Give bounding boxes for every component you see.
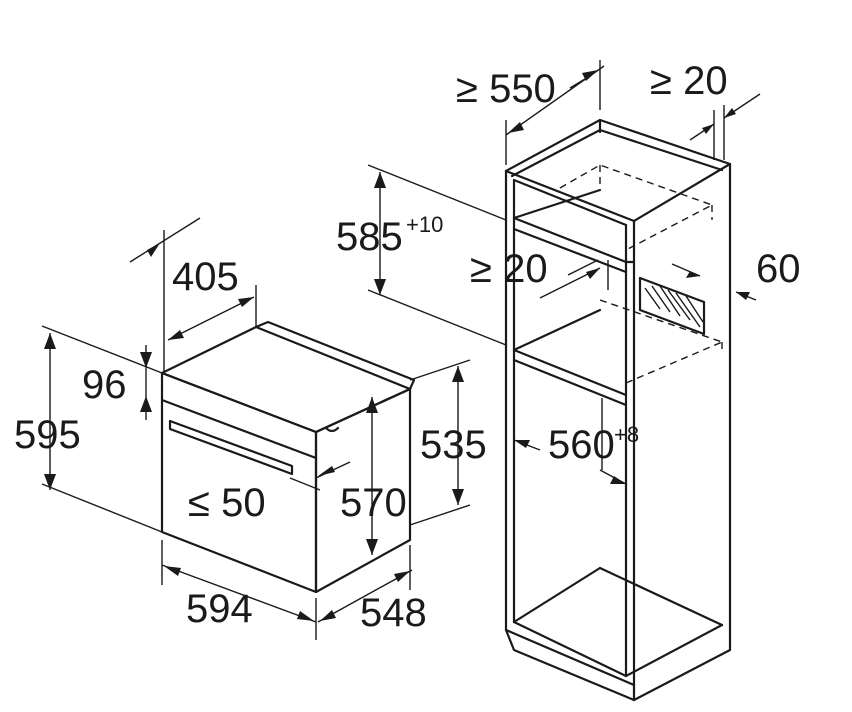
oven-panel-height-label: 96	[82, 363, 127, 407]
dimension-labels: 595 96 405 ≤ 50 570 535 594 548 ≥ 550 ≥ …	[14, 59, 801, 635]
cabinet-drawing	[504, 118, 732, 702]
oven-side-depth-label: 405	[172, 255, 239, 299]
cabinet-niche-height-tolerance: +10	[406, 212, 443, 237]
oven-depth-label: 548	[360, 591, 427, 635]
cabinet-niche-height-label: 585	[336, 215, 403, 259]
cabinet-dimension-lines	[367, 60, 761, 485]
cabinet-niche-width-label: 560	[548, 423, 615, 467]
oven-drawing	[160, 320, 416, 594]
cabinet-rear-gap-label: ≥ 20	[650, 59, 728, 103]
niche-height-required-label: 535	[420, 423, 487, 467]
oven-dimension-lines	[41, 217, 471, 640]
oven-body-height-label: 570	[340, 481, 407, 525]
oven-width-label: 594	[186, 587, 253, 631]
cabinet-niche-width-tolerance: +8	[614, 422, 639, 447]
oven-height-label: 595	[14, 413, 81, 457]
cabinet-depth-label: ≥ 550	[456, 67, 556, 111]
cabinet-vent-opening-label: 60	[756, 247, 801, 291]
oven-door-gap-label: ≤ 50	[188, 481, 266, 525]
cabinet-ventilation-gap-label: ≥ 20	[470, 247, 548, 291]
